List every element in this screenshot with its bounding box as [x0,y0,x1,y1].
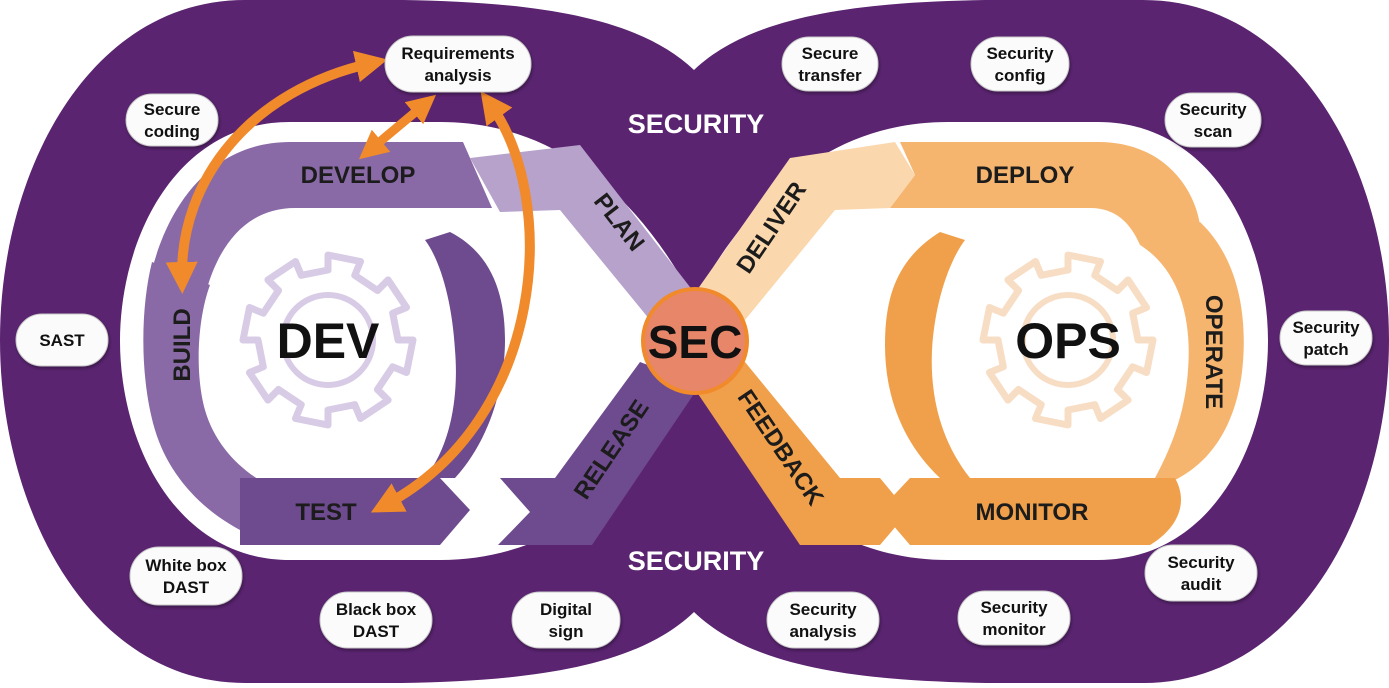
pill-label-line: White box [145,556,227,575]
pill-background [970,36,1070,92]
pill-label-line: scan [1194,122,1233,141]
dev-release-band [498,362,700,545]
pill-background [384,35,532,93]
dev-build-band [143,262,268,540]
ops-left-arc-band [885,232,970,478]
ops-gear-icon [979,251,1157,429]
pill-label-line: Security [1167,553,1235,572]
stage-deploy: DEPLOY [976,162,1075,189]
stage-monitor: MONITOR [976,499,1089,526]
pill-label-line: Black box [336,600,417,619]
pill-label-line: Security [789,600,857,619]
security-label-top: SECURITY [628,109,765,139]
pill-background [1279,310,1373,366]
pill-background [1144,544,1258,602]
pill-label-line: Security [980,598,1048,617]
pill-secure-coding: Secure coding [125,93,219,147]
arrow-requirements-to-build [165,50,388,294]
security-label-bottom: SECURITY [628,546,765,576]
pill-label-line: DAST [163,578,210,597]
pill-label-line: coding [144,122,200,141]
pill-label-line: Security [986,44,1054,63]
pill-background [1164,92,1262,148]
pill-label-line: DAST [353,622,400,641]
pill-digital-sign: Digital sign [511,591,621,649]
pill-label-line: config [995,66,1046,85]
pill-secure-transfer: Secure transfer [781,36,879,92]
pill-label-line: Secure [802,44,859,63]
pill-label-line: monitor [982,620,1046,639]
stage-develop: DEVELOP [301,162,416,189]
pill-security-audit: Security audit [1144,544,1258,602]
pill-label-line: patch [1303,340,1348,359]
pill-requirements-analysis: Requirements analysis [384,35,532,93]
pill-label-line: SAST [39,331,85,350]
pill-label-line: analysis [789,622,856,641]
dev-center-label: DEV [277,313,380,369]
pill-label-line: analysis [424,66,491,85]
pill-security-monitor: Security monitor [957,590,1071,646]
pill-label-line: Digital [540,600,592,619]
pill-background [129,546,243,606]
sec-label: SEC [648,316,743,368]
sec-circle [641,287,749,395]
stage-test: TEST [295,499,357,526]
pill-background [319,591,433,649]
stage-operate: OPERATE [1200,295,1227,409]
pill-security-scan: Security scan [1164,92,1262,148]
pill-label-line: sign [549,622,584,641]
pill-background [15,313,109,367]
ops-deploy-band [890,142,1200,245]
pill-label-line: Security [1179,100,1247,119]
pill-label-line: Secure [144,100,201,119]
pill-label-line: Requirements [401,44,514,63]
pill-label-line: transfer [798,66,862,85]
ops-deliver-band [690,142,915,320]
pill-sast: SAST [15,313,109,367]
ops-feedback-band [690,362,908,545]
practice-pills: RequirementsanalysisSecurecodingSASTWhit… [15,35,1373,649]
ops-center-label: OPS [1015,313,1121,369]
pill-label-line: audit [1181,575,1222,594]
ops-monitor-band [880,478,1181,545]
ops-operate-band [1140,222,1244,480]
pill-background [511,591,621,649]
pill-label-line: Security [1292,318,1360,337]
pill-background [957,590,1071,646]
pill-background [766,591,880,649]
pill-background [781,36,879,92]
stage-build: BUILD [169,308,196,381]
arrow-requirements-to-test [370,91,535,513]
pill-security-patch: Security patch [1279,310,1373,366]
pill-background [125,93,219,147]
pill-security-analysis: Security analysis [766,591,880,649]
pill-security-config: Security config [970,36,1070,92]
